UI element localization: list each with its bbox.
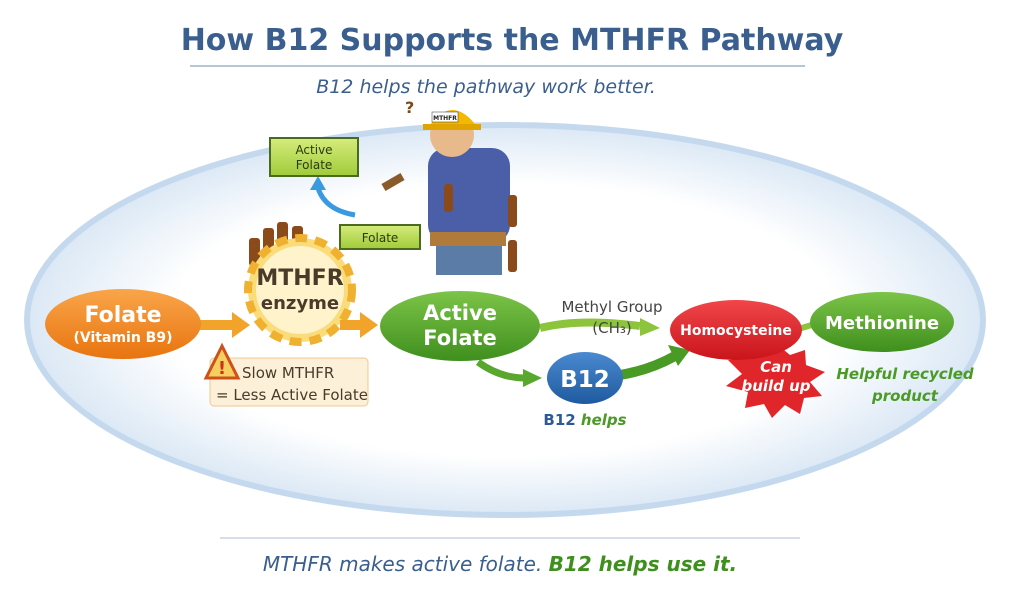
question-mark: ? bbox=[405, 98, 414, 117]
node-methionine: Methionine Helpful recycled product bbox=[810, 292, 974, 405]
svg-text:Slow MTHFR: Slow MTHFR bbox=[242, 364, 334, 382]
box-active-folate: Active Folate bbox=[269, 137, 359, 177]
mthfr-enzyme-gear: MTHFR enzyme bbox=[244, 234, 356, 346]
svg-text:product: product bbox=[871, 387, 939, 405]
svg-text:Folate: Folate bbox=[296, 158, 333, 172]
svg-text:Folate: Folate bbox=[423, 326, 497, 350]
warning-icon bbox=[203, 342, 241, 380]
svg-text:= Less Active Folate: = Less Active Folate bbox=[216, 386, 368, 404]
arrows bbox=[198, 312, 816, 387]
hat-label: MTHFR bbox=[433, 115, 457, 122]
svg-text:Methyl Group: Methyl Group bbox=[561, 298, 662, 316]
svg-text:(Vitamin B9): (Vitamin B9) bbox=[74, 330, 173, 346]
svg-text:!: ! bbox=[218, 358, 226, 379]
svg-text:Folate: Folate bbox=[362, 231, 399, 245]
svg-text:(CH₃): (CH₃) bbox=[592, 319, 631, 337]
svg-text:B12 helps: B12 helps bbox=[543, 411, 626, 429]
box-folate: Folate bbox=[339, 224, 421, 250]
warning-note: ! Slow MTHFR = Less Active Folate bbox=[203, 342, 369, 407]
svg-text:Methionine: Methionine bbox=[825, 313, 939, 334]
svg-text:build up: build up bbox=[741, 377, 810, 395]
svg-text:Homocysteine: Homocysteine bbox=[680, 323, 792, 339]
svg-text:Active: Active bbox=[423, 301, 497, 325]
node-b12: B12 B12 helps bbox=[543, 352, 627, 429]
node-homocysteine: Homocysteine bbox=[670, 300, 802, 360]
b12-caption: B12 bbox=[543, 411, 575, 429]
page-title: How B12 Supports the MTHFR Pathway bbox=[181, 23, 844, 58]
node-active-folate: Active Folate bbox=[380, 291, 540, 361]
worker-illustration: MTHFR ? bbox=[381, 98, 517, 275]
node-folate: Folate (Vitamin B9) bbox=[45, 289, 201, 359]
methyl-group-label: Methyl Group (CH₃) bbox=[561, 298, 662, 337]
blue-curved-arrow bbox=[315, 187, 356, 218]
svg-text:enzyme: enzyme bbox=[261, 293, 339, 314]
footer-text: MTHFR makes active folate. B12 helps use… bbox=[263, 552, 737, 576]
svg-text:MTHFR: MTHFR bbox=[256, 266, 343, 291]
svg-text:Folate: Folate bbox=[84, 303, 161, 328]
svg-text:Active: Active bbox=[295, 143, 332, 157]
subtitle: B12 helps the pathway work better. bbox=[316, 76, 656, 98]
svg-text:Helpful recycled: Helpful recycled bbox=[836, 365, 974, 383]
svg-text:B12: B12 bbox=[560, 367, 610, 393]
svg-text:Can: Can bbox=[760, 358, 792, 376]
can-build-up-burst: Can build up bbox=[726, 344, 825, 418]
